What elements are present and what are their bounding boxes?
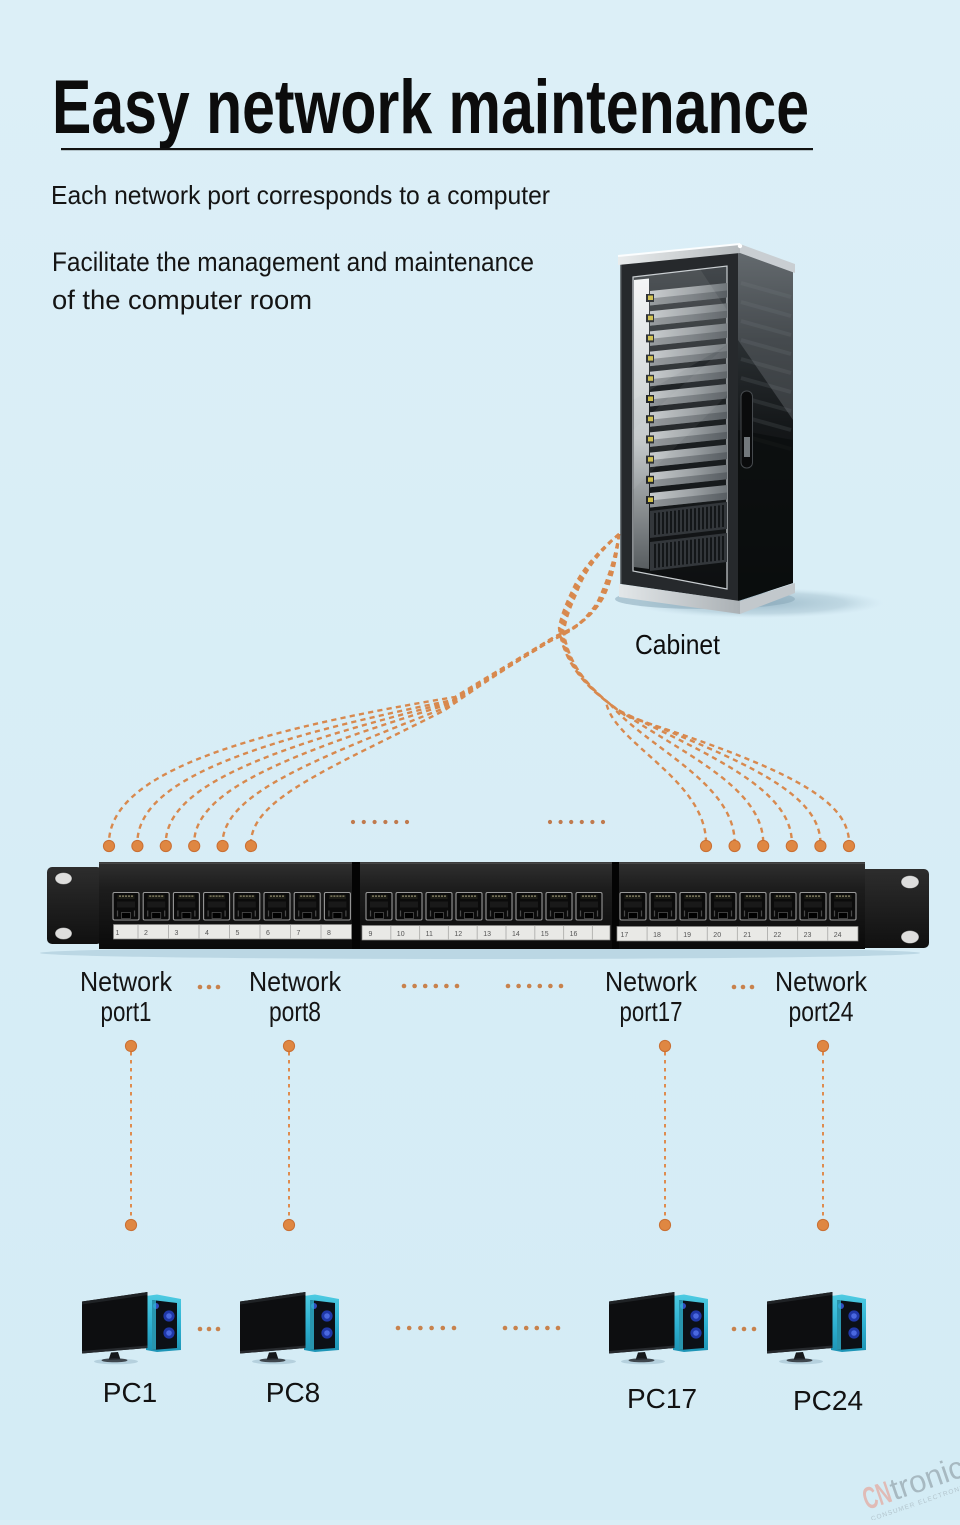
svg-text:of the computer room: of the computer room	[52, 285, 312, 315]
svg-text:4: 4	[205, 930, 209, 937]
svg-text:18: 18	[653, 932, 661, 939]
svg-text:17: 17	[621, 932, 629, 939]
svg-text:Easy network maintenance: Easy network maintenance	[52, 65, 809, 150]
svg-text:7: 7	[297, 930, 301, 937]
svg-text:22: 22	[774, 932, 782, 939]
svg-text:11: 11	[426, 931, 433, 938]
svg-text:15: 15	[541, 931, 549, 938]
svg-text:Each network port corresponds: Each network port corresponds to a compu…	[51, 180, 550, 210]
svg-text:2: 2	[144, 930, 148, 937]
svg-text:10: 10	[397, 931, 405, 938]
svg-text:PC17: PC17	[627, 1383, 697, 1414]
svg-text:8: 8	[327, 930, 331, 937]
svg-text:20: 20	[713, 932, 721, 939]
svg-text:Cabinet: Cabinet	[635, 629, 720, 660]
svg-text:14: 14	[512, 931, 520, 938]
svg-text:PC8: PC8	[266, 1377, 320, 1408]
svg-text:Facilitate the management and: Facilitate the management and maintenanc…	[52, 247, 534, 277]
svg-text:Network: Network	[605, 966, 698, 997]
svg-text:port17: port17	[620, 996, 683, 1027]
svg-text:1: 1	[116, 930, 120, 937]
svg-text:3: 3	[175, 930, 179, 937]
svg-text:13: 13	[483, 931, 491, 938]
svg-text:5: 5	[236, 930, 240, 937]
svg-text:12: 12	[454, 931, 462, 938]
svg-text:Network: Network	[249, 966, 342, 997]
svg-text:PC24: PC24	[793, 1385, 863, 1416]
svg-text:Network: Network	[80, 966, 173, 997]
svg-text:PC1: PC1	[103, 1377, 157, 1408]
svg-text:21: 21	[743, 932, 751, 939]
svg-text:port1: port1	[101, 996, 152, 1027]
svg-text:6: 6	[266, 930, 270, 937]
svg-text:19: 19	[683, 932, 691, 939]
svg-text:16: 16	[570, 931, 578, 938]
svg-text:port24: port24	[789, 996, 854, 1027]
svg-text:9: 9	[369, 931, 373, 938]
svg-text:24: 24	[834, 932, 842, 939]
svg-text:port8: port8	[269, 996, 321, 1027]
svg-text:23: 23	[804, 932, 812, 939]
svg-text:Network: Network	[775, 966, 868, 997]
